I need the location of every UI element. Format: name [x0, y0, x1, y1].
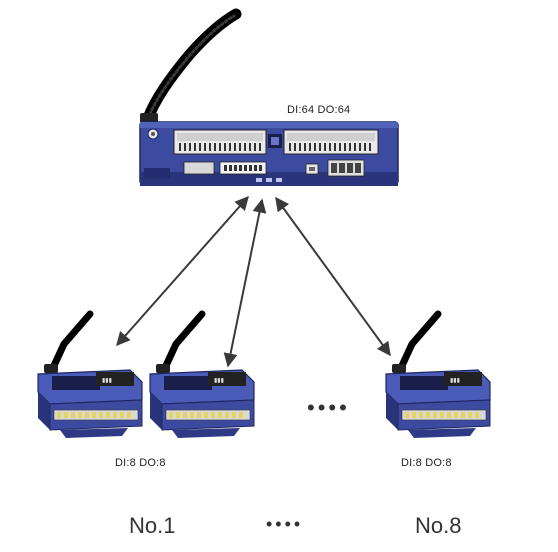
io-node-device-1: ▮▮▮ [37, 310, 143, 438]
arrow-master-node1 [116, 195, 249, 347]
node-antenna-icon [392, 310, 442, 374]
master-io-device [139, 8, 399, 186]
master-io-label: DI:64 DO:64 [287, 104, 351, 116]
connection-arrows [116, 195, 391, 368]
io-node-device-8: ▮▮▮ [385, 310, 491, 438]
arrow-master-node2 [223, 198, 267, 368]
svg-text:▮▮▮: ▮▮▮ [214, 378, 224, 384]
usb-port-icon [305, 163, 319, 175]
master-antenna-icon [140, 8, 242, 124]
node1-io-label: DI:8 DO:8 [115, 457, 166, 469]
master-reset-icon [147, 128, 159, 140]
ellipsis-between-nodes: •••• [307, 395, 350, 420]
node8-number: No.8 [415, 513, 462, 538]
io-node-device-2: ▮▮▮ [149, 310, 255, 438]
ellipsis-between-numbers: •••• [266, 514, 304, 534]
arrow-master-node8 [275, 196, 391, 357]
node-antenna-icon [44, 310, 94, 374]
svg-text:▮▮▮: ▮▮▮ [102, 378, 112, 384]
master-terminal-block-right [283, 129, 379, 155]
node8-io-label: DI:8 DO:8 [401, 457, 452, 469]
master-terminal-block-left [173, 129, 267, 155]
node-antenna-icon [156, 310, 206, 374]
master-power-terminal [327, 159, 365, 177]
node1-number: No.1 [129, 513, 176, 538]
master-indicator-panel [183, 161, 282, 182]
svg-text:▮▮▮: ▮▮▮ [450, 378, 460, 384]
